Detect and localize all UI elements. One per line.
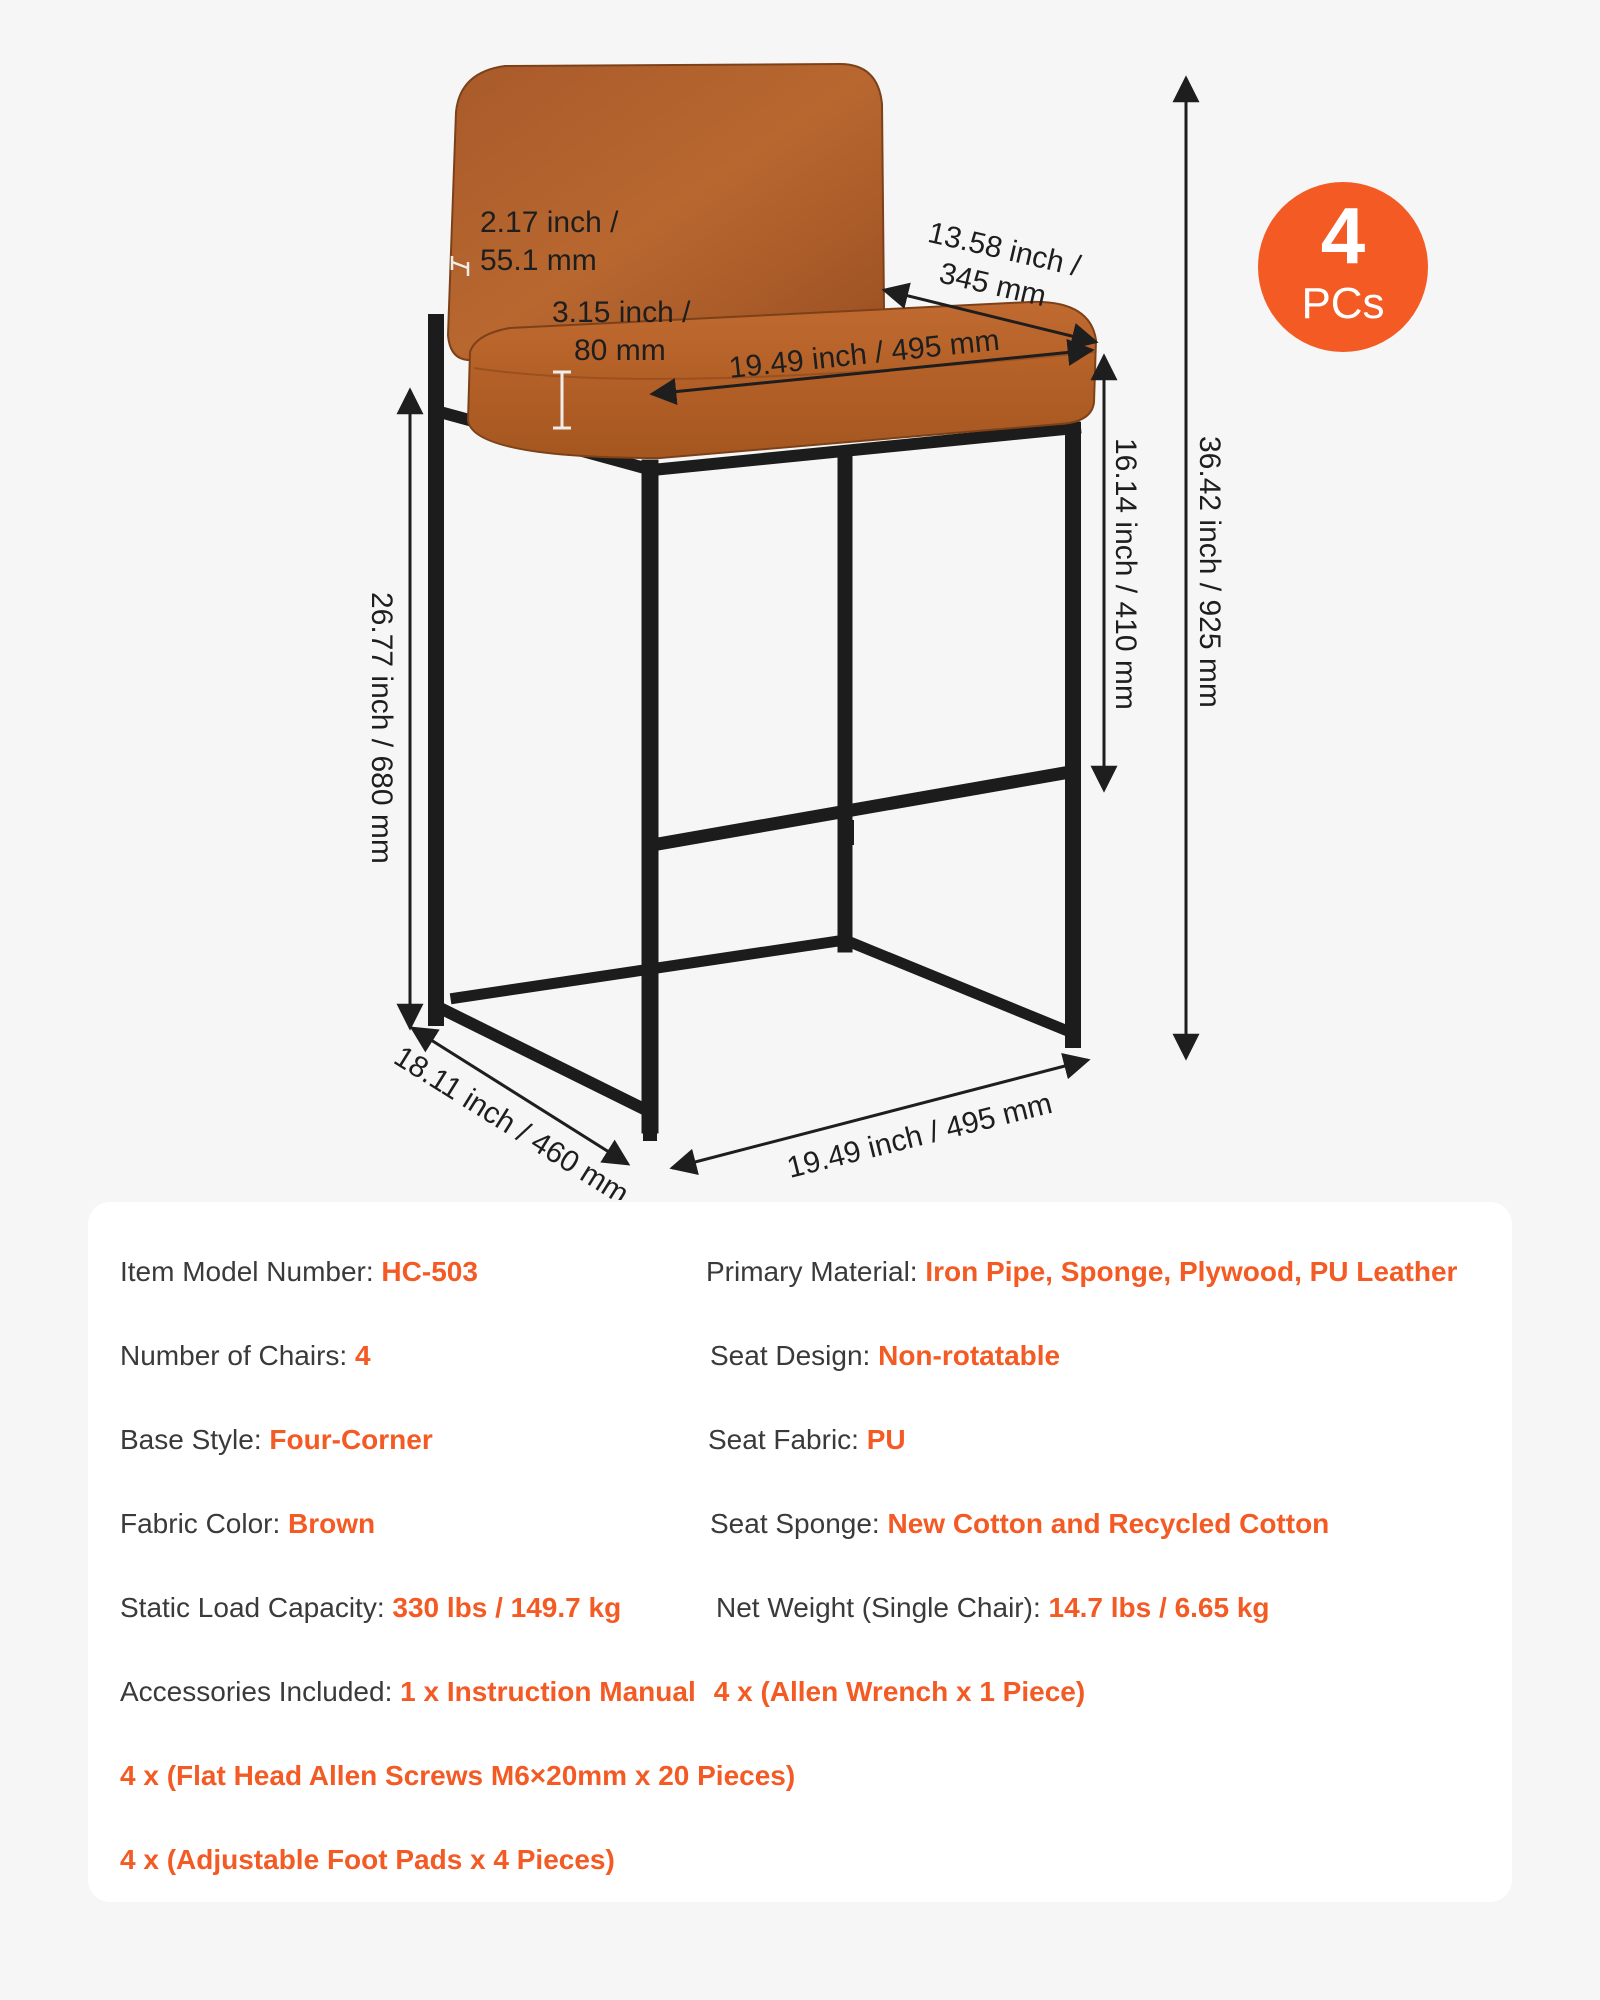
spec-load-capacity: Static Load Capacity: 330 lbs / 149.7 kg bbox=[120, 1592, 622, 1623]
spec-base-style: Base Style: Four-Corner bbox=[120, 1424, 433, 1455]
spec-accessories: Accessories Included: 1 x Instruction Ma… bbox=[120, 1676, 1086, 1707]
cushion-thickness-label: 3.15 inch / 80 mm bbox=[552, 296, 699, 367]
spec-fabric-color: Fabric Color: Brown bbox=[120, 1508, 376, 1539]
spec-material: Primary Material: Iron Pipe, Sponge, Ply… bbox=[706, 1256, 1458, 1287]
accessory-item: 4 x (Allen Wrench x 1 Piece) bbox=[713, 1676, 1086, 1707]
spec-seat-design: Seat Design: Non-rotatable bbox=[710, 1340, 1061, 1371]
base-width-label: 19.49 inch / 495 mm bbox=[784, 1087, 1056, 1185]
spec-accessories-footpads: 4 x (Adjustable Foot Pads x 4 Pieces) bbox=[120, 1842, 615, 1878]
quantity-unit: PCs bbox=[1301, 279, 1385, 328]
spec-seat-sponge: Seat Sponge: New Cotton and Recycled Cot… bbox=[710, 1508, 1330, 1539]
backrest-thickness-label: 2.17 inch / 55.1 mm bbox=[480, 206, 627, 277]
accessory-item: 4 x (Adjustable Foot Pads x 4 Pieces) bbox=[120, 1844, 615, 1875]
backrest bbox=[446, 62, 886, 362]
spec-accessories-screws: 4 x (Flat Head Allen Screws M6×20mm x 20… bbox=[120, 1758, 795, 1794]
quantity-badge: 4 PCs bbox=[1258, 182, 1428, 352]
spec-model: Item Model Number: HC-503 bbox=[120, 1256, 478, 1287]
specs-card: Item Model Number: HC-503 Primary Materi… bbox=[88, 1202, 1512, 1902]
base-depth-label: 18.11 inch / 460 mm bbox=[388, 1040, 634, 1200]
seat-height-label: 26.77 inch / 680 mm bbox=[365, 592, 398, 864]
quantity-count: 4 bbox=[1320, 191, 1366, 280]
product-figure: 2.17 inch / 55.1 mm 3.15 inch / 80 mm 13… bbox=[365, 62, 1428, 1211]
seat-to-footrest-label: 16.14 inch / 410 mm bbox=[1109, 438, 1142, 710]
total-height-label: 36.42 inch / 925 mm bbox=[1193, 436, 1226, 708]
spec-net-weight: Net Weight (Single Chair): 14.7 lbs / 6.… bbox=[716, 1592, 1270, 1623]
spec-chairs: Number of Chairs: 4 bbox=[120, 1340, 371, 1371]
bar-stool-illustration: 2.17 inch / 55.1 mm 3.15 inch / 80 mm 13… bbox=[365, 62, 1226, 1211]
accessory-item: 1 x Instruction Manual bbox=[400, 1676, 696, 1707]
spec-seat-fabric: Seat Fabric: PU bbox=[708, 1424, 906, 1455]
accessory-item: 4 x (Flat Head Allen Screws M6×20mm x 20… bbox=[120, 1760, 796, 1791]
